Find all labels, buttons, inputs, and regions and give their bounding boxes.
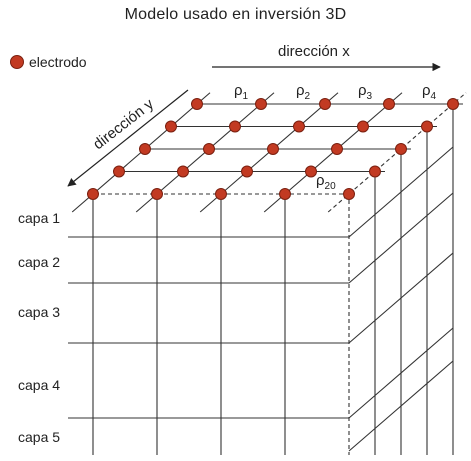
side-layer-line [348, 252, 454, 344]
electrode [293, 120, 305, 133]
electrode [241, 165, 253, 178]
y-direction-arrow [67, 89, 189, 187]
x-direction-label: dirección x [278, 43, 350, 60]
rho-label-3: ρ3 [358, 82, 373, 102]
electrode [177, 165, 189, 178]
electrode [165, 120, 177, 133]
legend-label: electrodo [29, 54, 87, 70]
layer-label-1: capa 1 [18, 210, 61, 226]
figure-title: Modelo usado en inversión 3D [124, 6, 347, 23]
rho-label-4: ρ4 [422, 82, 437, 102]
electrode-legend-marker [10, 55, 24, 69]
electrode [279, 188, 291, 200]
electrode [395, 143, 407, 155]
electrode [447, 98, 459, 110]
electrode [87, 188, 99, 200]
rho-label-1: ρ1 [234, 82, 249, 102]
electrode [421, 120, 433, 133]
rho-label-20: ρ20 [316, 172, 336, 192]
electrode [191, 98, 203, 110]
electrode [215, 188, 227, 200]
electrode [319, 98, 331, 110]
electrode [139, 143, 151, 155]
electrode [151, 188, 163, 200]
electrode [305, 165, 317, 178]
electrode [331, 143, 343, 155]
side-layer-line [348, 327, 454, 419]
layer-label-5: capa 5 [18, 429, 61, 445]
electrode [369, 165, 381, 178]
electrode [255, 98, 267, 110]
electrode [113, 165, 125, 178]
layer-label-3: capa 3 [18, 304, 61, 320]
side-layer-line [348, 360, 454, 452]
electrode [267, 143, 279, 155]
electrode [229, 120, 241, 133]
side-layer-line [348, 192, 454, 284]
rho-label-2: ρ2 [296, 82, 311, 102]
electrode [343, 188, 355, 200]
electrode [357, 120, 369, 133]
legend: electrodo [10, 54, 87, 70]
electrode [383, 98, 395, 110]
layer-label-2: capa 2 [18, 254, 61, 270]
side-layer-line [348, 146, 454, 238]
electrode [203, 143, 215, 155]
electrodes [87, 98, 459, 200]
layer-label-4: capa 4 [18, 377, 61, 393]
